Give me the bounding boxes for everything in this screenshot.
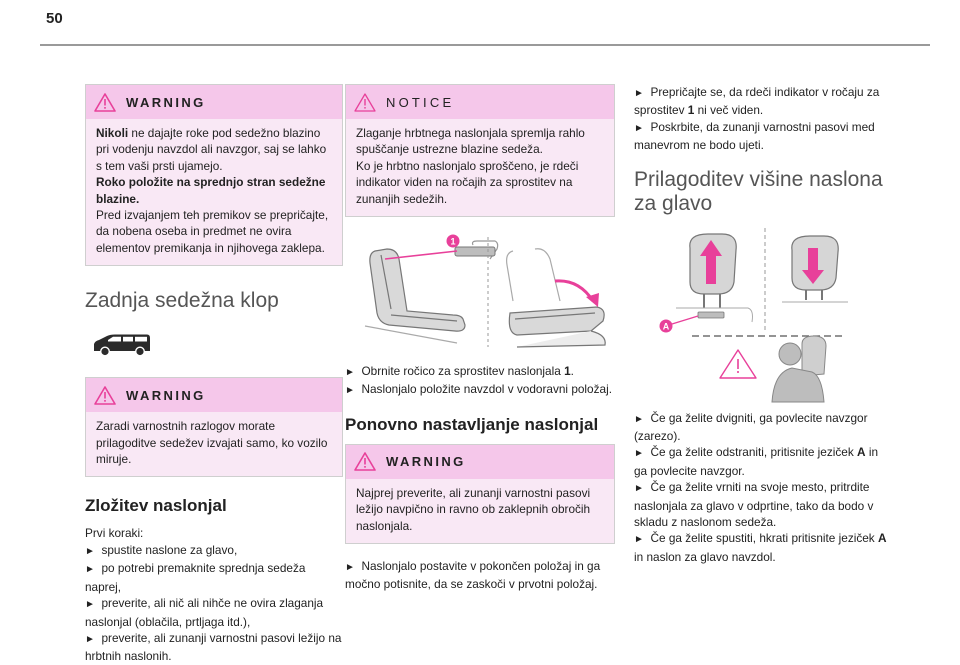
warning-title: WARNING: [386, 454, 466, 470]
section-heading-headrest: Prilagoditev višine naslona za glavo: [634, 167, 883, 215]
list-item: ► Prepričajte se, da rdeči indikator v r…: [634, 85, 880, 118]
list-item: ► Če ga želite odstraniti, pritisnite je…: [634, 445, 879, 478]
warning-header: WARNING: [86, 85, 342, 119]
seat-folded-drawing: [506, 248, 606, 348]
warning-title: WARNING: [126, 387, 206, 403]
figure-label-1: 1: [450, 237, 455, 247]
list-item: ► Poskrbite, da zunanji varnostni pasovi…: [634, 119, 875, 153]
headrest-steps: ► Če ga želite dvigniti, ga povlecite na…: [634, 410, 894, 566]
column-1: WARNING Nikoli ne dajajte roke pod sedež…: [85, 84, 343, 665]
reset-steps: ► Naslonjalo postavite v pokončen položa…: [345, 558, 615, 593]
list-item: ► Naslonjalo postavite v pokončen položa…: [345, 559, 601, 592]
warning-body: Zaradi varnostnih razlogov morate prilag…: [96, 419, 328, 467]
fold-steps: Prvi koraki: ► spustite naslone za glavo…: [85, 526, 342, 664]
release-lever-drawing: 1: [384, 234, 496, 260]
warning-triangle-icon: [354, 452, 376, 472]
headrest-lower-drawing: [782, 235, 848, 303]
check-steps: ► Prepričajte se, da rdeči indikator v r…: [634, 84, 894, 154]
list-item: ► preverite, ali nič ali nihče ne ovira …: [85, 596, 324, 629]
list-item: ► po potrebi premaknite sprednja sedeža …: [85, 561, 306, 594]
notice-body: Zlaganje hrbtnega naslonjala spremlja ra…: [356, 126, 585, 206]
headrest-notice-triangle-icon: [719, 348, 757, 379]
section-heading-rear-seat: Zadnja sedežna klop: [85, 289, 279, 313]
warning-title: WARNING: [126, 94, 206, 110]
warning-triangle-icon: [94, 385, 116, 405]
warning-box-3: WARNING Najprej preverite, ali zunanji v…: [345, 443, 615, 545]
warning-header: WARNING: [346, 444, 614, 479]
figure-label-a: A: [663, 321, 670, 331]
headrest-illustration: A: [659, 227, 848, 403]
van-side-icon: [94, 334, 150, 357]
warning-box-1: WARNING Nikoli ne dajajte roke pod sedež…: [85, 84, 343, 267]
passenger-silhouette-drawing: [771, 335, 827, 403]
list-item: ► preverite, ali zunanji varnostni pasov…: [85, 630, 342, 664]
fold-arrow-head: [586, 293, 599, 308]
notice-box: NOTICE Zlaganje hrbtnega naslonjala spre…: [345, 84, 615, 218]
top-divider: [40, 44, 930, 46]
notice-title: NOTICE: [386, 94, 455, 110]
notice-triangle-icon: [354, 92, 376, 112]
warning-header: WARNING: [86, 378, 342, 413]
seat-fold-illustration: 1: [364, 234, 606, 348]
warning-body: Nikoli ne dajajte roke pod sedežno blazi…: [96, 126, 329, 255]
list-item: ► spustite naslone za glavo,: [85, 542, 238, 557]
warning-body: Najprej preverite, ali zunanji varnostni…: [356, 485, 591, 533]
section-heading-reset: Ponovno nastavljanje naslonjal: [345, 414, 599, 434]
list-item: ► Naslonjalo položite navzdol v vodoravn…: [345, 382, 612, 397]
headrest-raise-drawing: A: [659, 233, 753, 333]
column-2: NOTICE Zlaganje hrbtnega naslonjala spre…: [345, 84, 615, 593]
warning-box-2: WARNING Zaradi varnostnih razlogov morat…: [85, 377, 343, 478]
fold-steps: ► Obrnite ročico za sprostitev naslonjal…: [345, 363, 615, 400]
section-heading-fold: Zložitev naslonjal: [85, 496, 227, 516]
list-item: ► Če ga želite spustiti, hkrati pritisni…: [634, 531, 887, 564]
warning-triangle-icon: [94, 92, 116, 112]
list-item: ► Če ga želite dvigniti, ga povlecite na…: [634, 410, 868, 444]
notice-header: NOTICE: [346, 85, 614, 119]
page-number: 50: [46, 10, 63, 27]
list-item: ► Obrnite ročico za sprostitev naslonjal…: [345, 364, 574, 379]
column-3: ► Prepričajte se, da rdeči indikator v r…: [634, 84, 894, 565]
list-item: ► Če ga želite vrniti na svoje mesto, pr…: [634, 480, 874, 530]
